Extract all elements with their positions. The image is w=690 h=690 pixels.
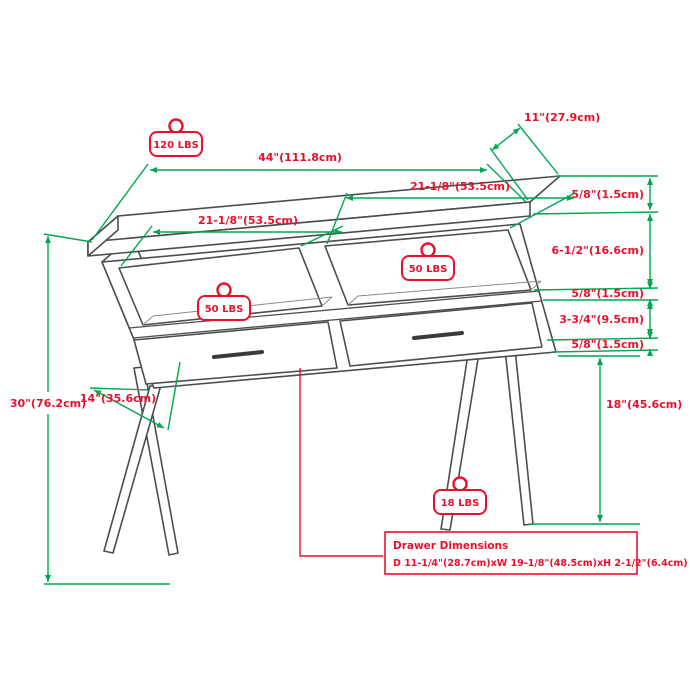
top-weight-icon: 120 LBS (149, 118, 203, 157)
shelf-front-top-edge (128, 290, 540, 329)
weight-icons: 120 LBS 50 LBS 50 LBS 18 LBS (149, 118, 487, 515)
right-opening-inner-bottom (357, 280, 542, 297)
weight-ring-icon (168, 118, 184, 134)
weight-body-icon (433, 489, 487, 515)
dim-right-opening-width (326, 192, 576, 245)
left-opening-inner-edge (142, 315, 154, 326)
left-shelf-weight-icon: 50 LBS (197, 282, 251, 321)
left-drawer-handle (212, 350, 264, 359)
drawer-weight-icon: 18 LBS (433, 476, 487, 515)
drawer-dimensions-box (384, 531, 638, 575)
top-thickness-label: 5/8"(1.5cm) (571, 188, 644, 201)
leg-height-label: 18"(45.6cm) (606, 398, 682, 411)
weight-ring-icon (452, 476, 468, 492)
weight-body-icon (197, 295, 251, 321)
overall-height-label: 30"(76.2cm) (10, 397, 86, 410)
left-opening-inner-corner (321, 296, 333, 307)
dimension-line (491, 127, 521, 151)
extension-line (532, 211, 659, 215)
weight-body-icon (401, 255, 455, 281)
extension-line (120, 225, 153, 267)
dim-top-depth (489, 123, 559, 201)
right-shelf-weight-icon: 50 LBS (401, 242, 455, 281)
drawer-dimensions-detail: D 11-1/4"(28.7cm)xW 19-1/8"(48.5cm)xH 2-… (393, 558, 688, 569)
weight-ring-icon (420, 242, 436, 258)
right-shelf-weight-label: 50 LBS (409, 264, 448, 275)
right-opening-inner-edge (347, 295, 359, 306)
bottom-panel-thickness-label: 5/8"(1.5cm) (571, 338, 644, 351)
dim-leg-height (530, 355, 640, 525)
extension-line (43, 233, 93, 243)
extension-line (517, 123, 559, 175)
drawer-leader-line (299, 368, 383, 557)
side-depth-label: 14"(35.6cm) (80, 392, 156, 405)
dimension-line (93, 389, 165, 429)
drawer-front-height-label: 3-3/4"(9.5cm) (559, 313, 644, 326)
extension-line (533, 287, 659, 291)
overall-width-label: 44"(111.8cm) (258, 151, 342, 164)
shelf-thickness-label: 5/8"(1.5cm) (571, 287, 644, 300)
right-opening-width-label: 21-1/8"(53.5cm) (410, 180, 510, 193)
weight-body-icon (149, 131, 203, 157)
extension-line (551, 349, 659, 353)
top-depth-label: 11"(27.9cm) (524, 111, 600, 124)
dim-overall-height (43, 233, 170, 585)
drawer-info: Drawer Dimensions D 11-1/4"(28.7cm)xW 19… (299, 368, 688, 575)
top-weight-label: 120 LBS (153, 140, 199, 151)
dimension-lines (43, 123, 659, 585)
opening-height-label: 6-1/2"(16.6cm) (552, 244, 644, 257)
left-opening-width-label: 21-1/8"(53.5cm) (198, 214, 298, 227)
dim-left-opening-width (120, 225, 344, 267)
back-right-leg (503, 338, 534, 526)
extension-line (167, 361, 181, 431)
weight-ring-icon (216, 282, 232, 298)
dim-right-stack (532, 175, 659, 356)
drawer-dimensions-title: Drawer Dimensions (393, 540, 508, 552)
dim-side-depth (89, 361, 181, 431)
right-drawer-handle (412, 331, 464, 340)
dimension-labels: 44"(111.8cm) 11"(27.9cm) 21-1/8"(53.5cm)… (10, 111, 682, 411)
right-opening-inner-corner (530, 280, 542, 291)
extension-line (326, 192, 348, 245)
left-shelf-weight-label: 50 LBS (205, 304, 244, 315)
extension-line (91, 163, 149, 241)
drawer-weight-label: 18 LBS (441, 498, 480, 509)
shelf-front-bottom-edge (132, 300, 543, 339)
extension-line (546, 337, 659, 341)
console-table-drawing (87, 175, 561, 556)
extension-line (489, 147, 529, 201)
table-top-left-edge (87, 215, 119, 257)
extension-line (89, 387, 151, 391)
